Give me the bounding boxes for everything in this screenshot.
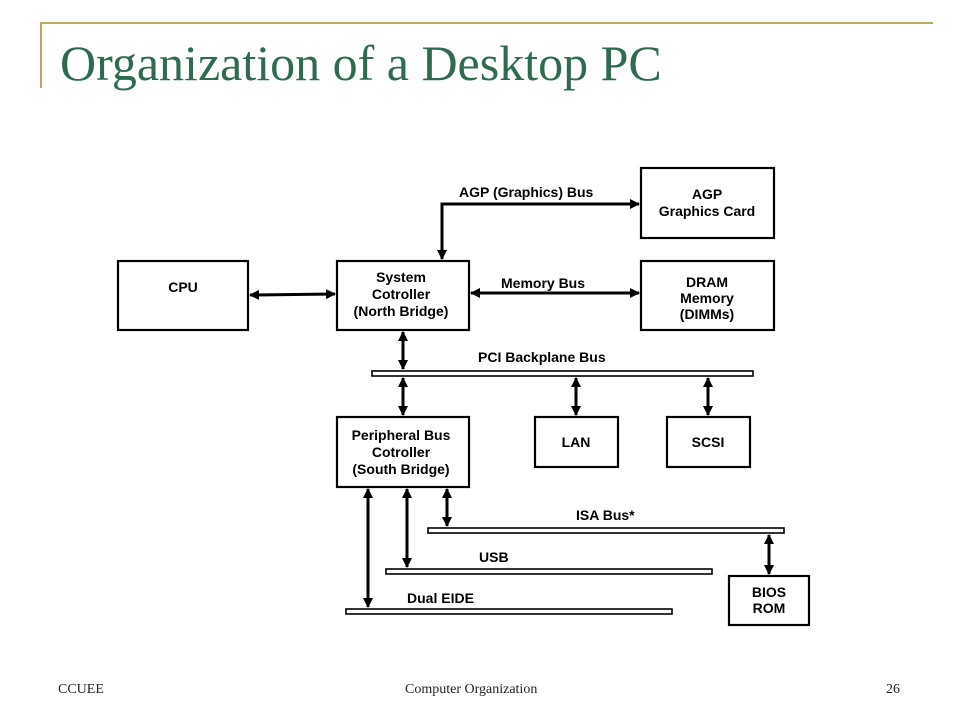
- title-frame-left-rule: [40, 22, 42, 88]
- cpu-label: CPU: [168, 279, 198, 295]
- dram-label-2: Memory: [680, 290, 734, 306]
- south-bridge-label-1: Peripheral Bus: [352, 427, 451, 443]
- pci-backplane-bus-bar: [371, 370, 754, 377]
- north-bridge-label-1: System: [376, 269, 426, 285]
- lan-box: LAN: [533, 415, 620, 469]
- north-bridge-box: System Cotroller (North Bridge): [335, 259, 471, 332]
- pci-bus-label: PCI Backplane Bus: [478, 349, 606, 365]
- footer-center: Computer Organization: [405, 682, 538, 697]
- page-number: 26: [886, 682, 900, 697]
- usb-label: USB: [479, 549, 509, 565]
- north-bridge-label-2: Cotroller: [372, 286, 431, 302]
- isa-bus-label: ISA Bus*: [576, 507, 635, 523]
- isa-bus-bar: [427, 527, 785, 534]
- cpu-north-bridge-arrow: [249, 289, 336, 300]
- memory-bus-label: Memory Bus: [501, 275, 585, 291]
- south-bridge-label-2: Cotroller: [372, 444, 431, 460]
- agp-bus-label: AGP (Graphics) Bus: [459, 184, 594, 200]
- dram-label-3: (DIMMs): [680, 306, 734, 322]
- dual-eide-bus-bar: [345, 608, 673, 615]
- dram-memory-box: DRAM Memory (DIMMs): [639, 259, 776, 332]
- bios-rom-box: BIOS ROM: [727, 574, 811, 627]
- south-bridge-label-3: (South Bridge): [352, 461, 449, 477]
- dram-label-1: DRAM: [686, 274, 728, 290]
- agp-card-label-2: Graphics Card: [659, 203, 755, 219]
- footer-left: CCUEE: [58, 682, 104, 697]
- cpu-box: CPU: [116, 259, 250, 332]
- slide-title: Organization of a Desktop PC: [60, 35, 662, 91]
- agp-bus-arrow: [437, 199, 640, 260]
- dual-eide-label: Dual EIDE: [407, 590, 474, 606]
- scsi-label: SCSI: [692, 434, 725, 450]
- scsi-box: SCSI: [665, 415, 752, 469]
- lan-label: LAN: [562, 434, 591, 450]
- south-bridge-box: Peripheral Bus Cotroller (South Bridge): [335, 415, 471, 489]
- bios-label-2: ROM: [753, 600, 786, 616]
- agp-card-label-1: AGP: [692, 186, 722, 202]
- north-bridge-label-3: (North Bridge): [354, 303, 449, 319]
- title-frame-top-rule: [40, 22, 933, 24]
- agp-graphics-card-box: AGP Graphics Card: [639, 166, 776, 240]
- bios-label-1: BIOS: [752, 584, 786, 600]
- usb-bus-bar: [385, 568, 713, 575]
